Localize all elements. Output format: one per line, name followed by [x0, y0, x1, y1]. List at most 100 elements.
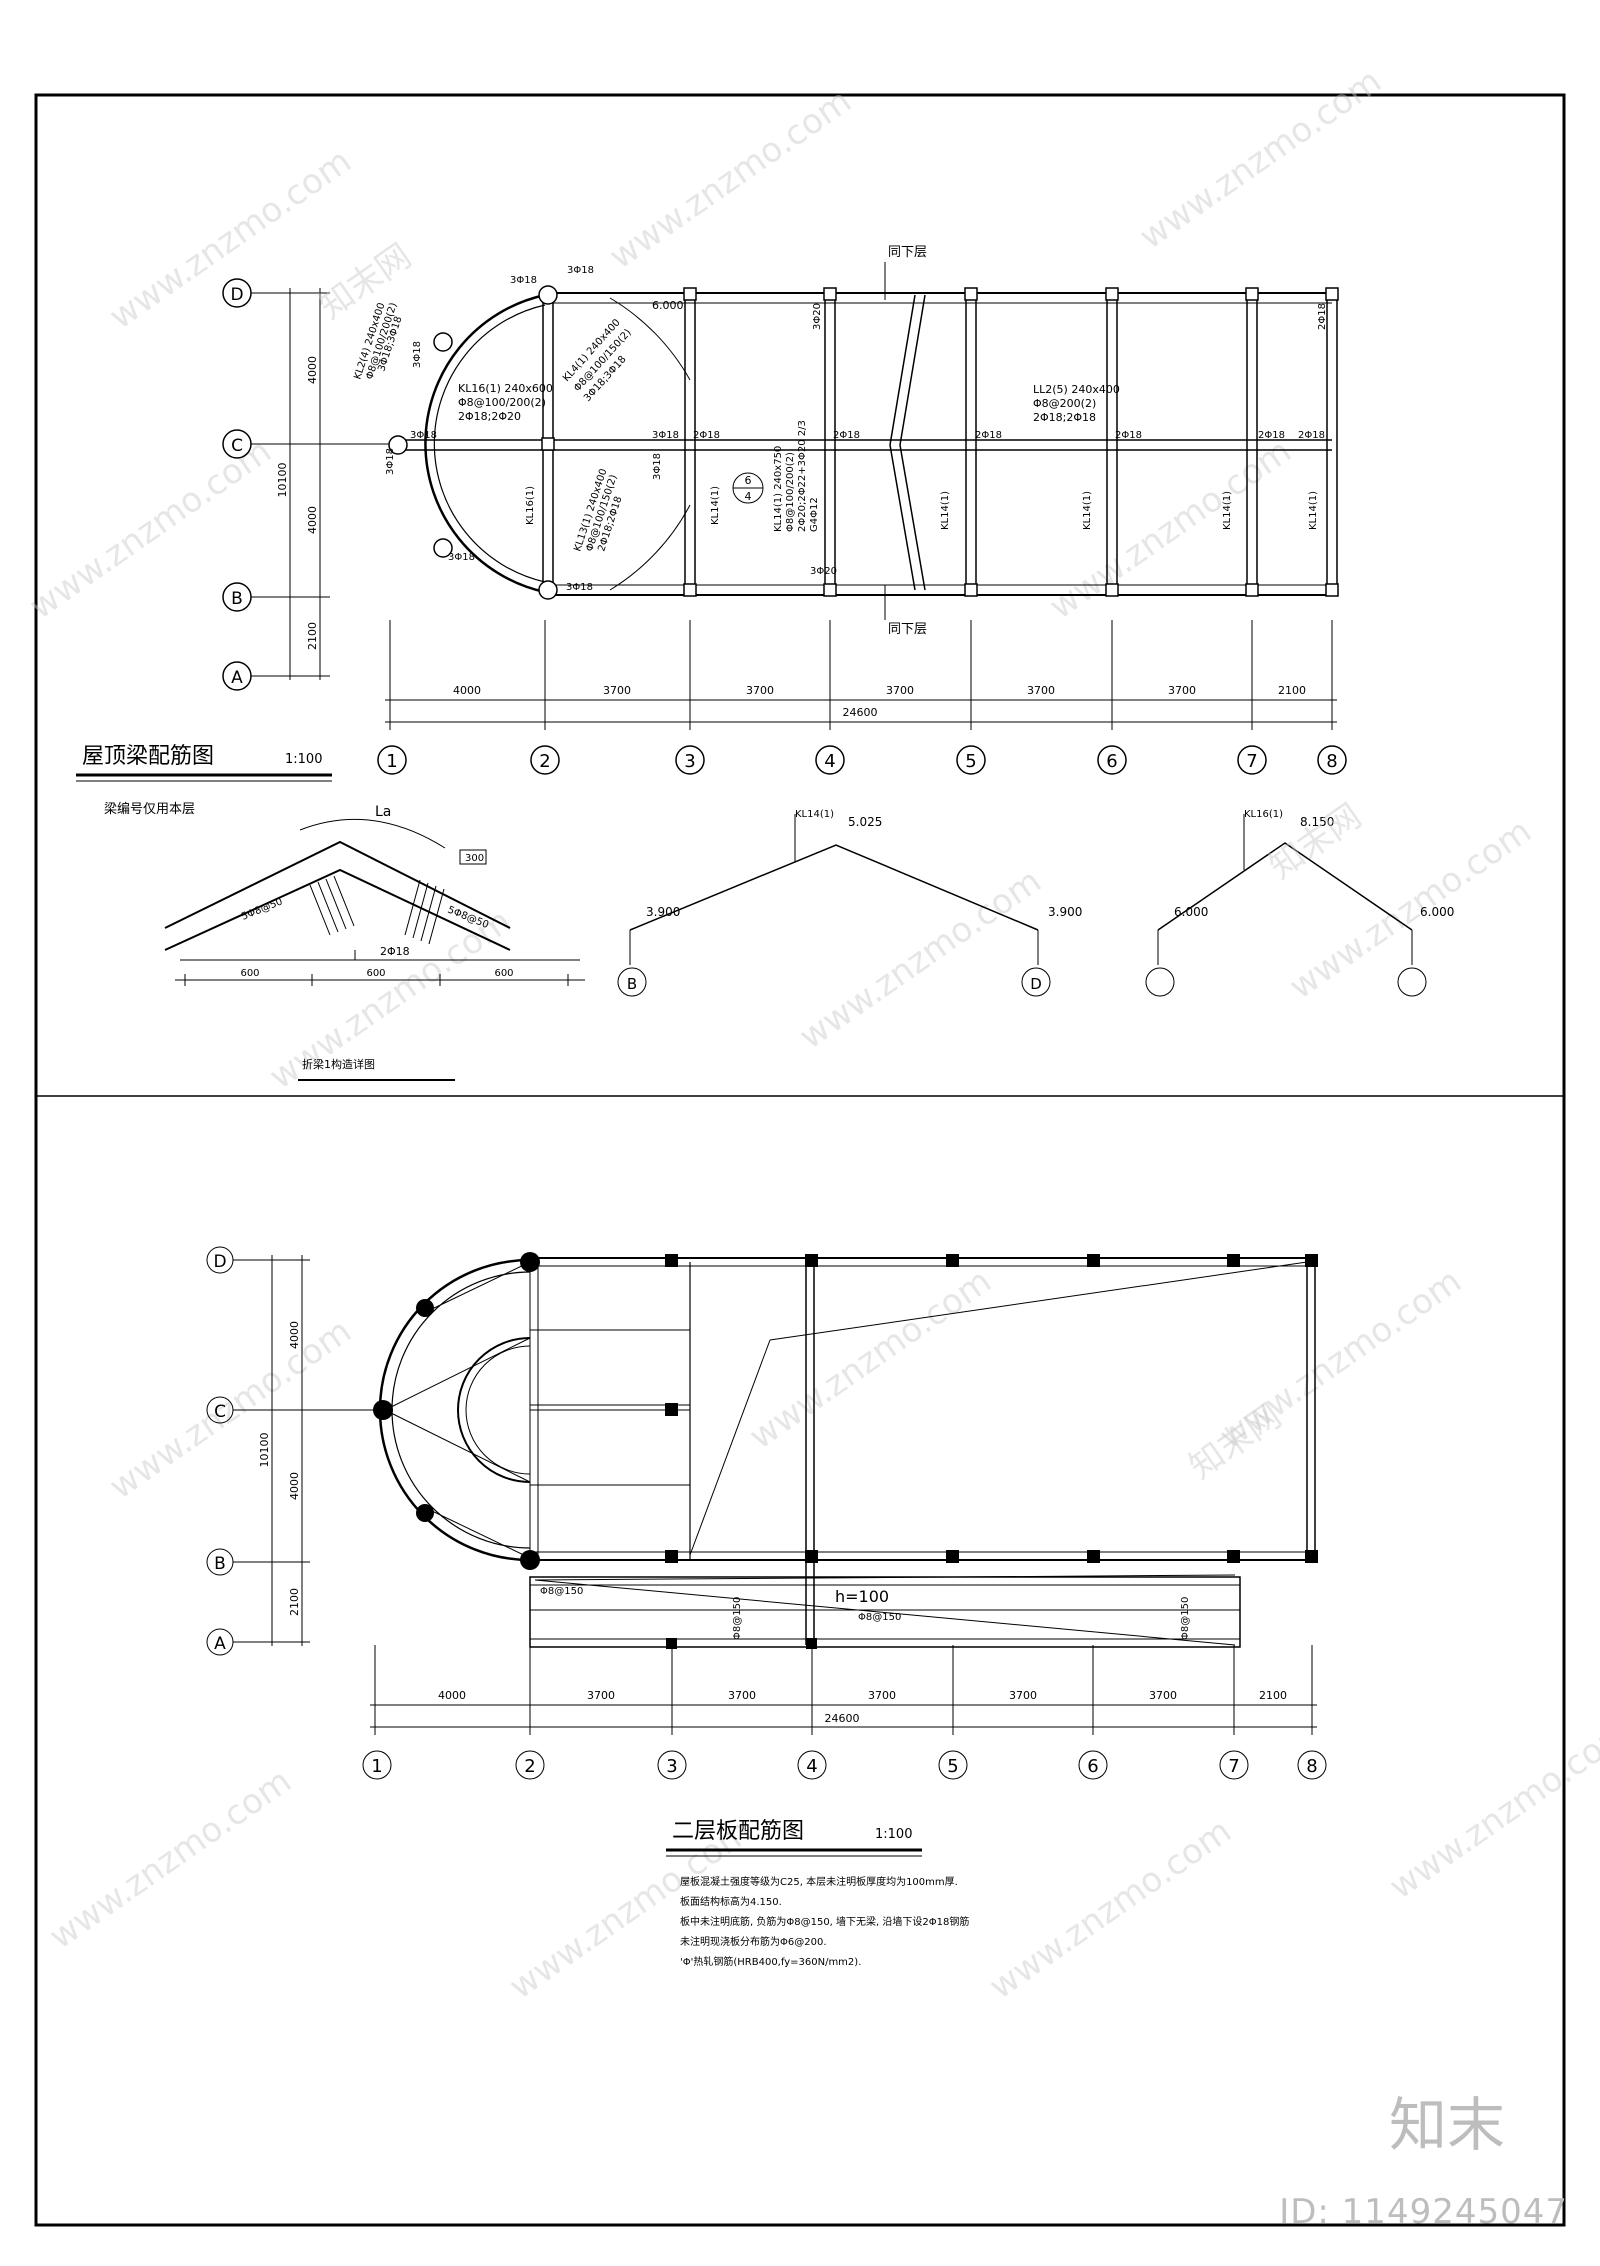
slab-plan-scale: 1:100 [875, 1827, 912, 1842]
sheet-border [34, 93, 1566, 2227]
bar-label: 3Φ18 [385, 448, 396, 475]
slab-note: 板面结构标高为4.150. [680, 1895, 782, 1908]
bar-label: 3Φ20 [812, 303, 823, 330]
roof-annotations: 同下层 同下层 6.000 KL2(4) 240x400 Φ8@100/200(… [352, 245, 1328, 637]
bar-label: 2Φ18 [693, 430, 720, 441]
slab-axis-8: 8 [1306, 1756, 1317, 1777]
same-as-below-bottom: 同下层 [888, 622, 927, 637]
detail-dim: 600 [494, 968, 513, 979]
beam-LL2-stirrup: Φ8@200(2) [1033, 397, 1096, 410]
axis-label-1: 1 [386, 751, 397, 772]
slab-rebar-label: Φ8@150 [1180, 1597, 1191, 1640]
slab-dim: 2100 [288, 1588, 301, 1616]
roof-structure [388, 285, 1339, 600]
column-axes: 1 2 3 4 5 6 7 8 [377, 745, 1347, 775]
beam-tag: KL14(1) [1082, 491, 1093, 530]
slab-axis-C: C [214, 1402, 226, 1422]
section-kl16: KL16(1) 8.150 6.000 6.000 [1145, 809, 1454, 997]
beam-tag: KL14(1) [1222, 491, 1233, 530]
beam-tag: KL14(1) [940, 491, 951, 530]
bar-label: 2Φ18 [1317, 303, 1328, 330]
slab-axis-6: 6 [1087, 1756, 1098, 1777]
slab-dim: 4000 [288, 1472, 301, 1500]
axis-label-8: 8 [1326, 751, 1337, 772]
axis-label-B: B [231, 589, 243, 609]
watermark: www.znzmo.com [982, 1811, 1238, 2007]
image-id-label: ID: 1149245047 [1279, 2192, 1568, 2232]
bar-label: 2Φ18 [1115, 430, 1142, 441]
section1-top-elev: 5.025 [848, 815, 882, 829]
dim-col: 2100 [1278, 684, 1306, 697]
slab-notes: 屋板混凝土强度等级为C25, 本层未注明板厚度均为100mm厚. 板面结构标高为… [680, 1875, 969, 1968]
axis-label-3: 3 [684, 751, 695, 772]
section1-right-elev: 3.900 [1048, 905, 1082, 919]
detail-dim: 600 [366, 968, 385, 979]
brand-logo: 知末 [1388, 2091, 1505, 2159]
section-mark-id: 6 [745, 474, 752, 487]
slab-dim-col: 3700 [728, 1689, 756, 1702]
slab-column-dimensions: 4000 3700 3700 3700 3700 3700 2100 24600 [370, 1645, 1317, 1735]
folded-beam-detail: La 2Φ18 5Φ8@50 5Φ8@50 300 600 600 600 折梁… [164, 804, 585, 1081]
beam-tag: KL14(1) [710, 486, 721, 525]
beam-KL14-bars: 2Φ20;2Φ22+3Φ20 2/3 [797, 420, 808, 532]
bar-label: 2Φ18 [975, 430, 1002, 441]
detail-bottom-bars: 2Φ18 [380, 945, 410, 958]
slab-column-axes: 1 2 3 4 5 6 7 8 [362, 1750, 1327, 1780]
bar-label: 3Φ18 [410, 430, 437, 441]
section-mark-num: 4 [745, 490, 752, 503]
slab-dim-col: 3700 [1149, 1689, 1177, 1702]
watermark: www.znzmo.com [792, 861, 1048, 1057]
bar-label: 3Φ18 [510, 275, 537, 286]
section1-right-axis: D [1030, 975, 1042, 993]
slab-axis-4: 4 [806, 1756, 817, 1777]
axis-label-2: 2 [539, 751, 550, 772]
bar-label: 2Φ18 [1258, 430, 1285, 441]
dim-CB: 4000 [306, 506, 319, 534]
watermark: www.znzmo.com [102, 1311, 358, 1507]
slab-axis-A: A [214, 1634, 226, 1654]
watermark-layer: www.znzmo.com www.znzmo.com www.znzmo.co… [22, 61, 1600, 2007]
bar-label: 3Φ18 [567, 265, 594, 276]
bar-label: 3Φ18 [412, 341, 423, 368]
bar-label: 3Φ18 [652, 430, 679, 441]
detail-title: 折梁1构造详图 [302, 1057, 375, 1071]
slab-dim-col: 4000 [438, 1689, 466, 1702]
section2-right-elev: 6.000 [1420, 905, 1454, 919]
watermark: www.znzmo.com [1132, 61, 1388, 257]
axis-label-4: 4 [824, 751, 835, 772]
axis-label-D: D [230, 285, 243, 305]
slab-dim-total-cols: 24600 [825, 1712, 860, 1725]
detail-dim: 600 [240, 968, 259, 979]
watermark: www.znzmo.com [262, 901, 518, 1097]
slab-thickness: h=100 [835, 1587, 889, 1606]
bar-label: 3Φ18 [652, 453, 663, 480]
slab-dim-col: 2100 [1259, 1689, 1287, 1702]
dim-col: 4000 [453, 684, 481, 697]
dim-DC: 4000 [306, 356, 319, 384]
slab-axis-2: 2 [524, 1756, 535, 1777]
column-dimensions: 4000 3700 3700 3700 3700 3700 2100 24600 [385, 620, 1337, 730]
axis-label-6: 6 [1106, 751, 1117, 772]
dim-col: 3700 [746, 684, 774, 697]
dim-total-cols: 24600 [843, 706, 878, 719]
slab-dim-col: 3700 [587, 1689, 615, 1702]
slab-dim-total: 10100 [258, 1433, 271, 1468]
slab-dim: 4000 [288, 1321, 301, 1349]
section2-top-elev: 8.150 [1300, 815, 1334, 829]
slab-axis-B: B [214, 1554, 226, 1574]
slab-structure [373, 1252, 1318, 1649]
bar-label: 2Φ18 [833, 430, 860, 441]
watermark: www.znzmo.com [602, 81, 858, 277]
bar-label: 3Φ20 [810, 566, 837, 577]
watermark: www.znzmo.com [742, 1261, 998, 1457]
watermark: www.znzmo.com [1042, 431, 1298, 627]
slab-rebar-label: Φ8@150 [540, 1586, 583, 1597]
slab-axis-5: 5 [947, 1756, 958, 1777]
elevation-label: 6.000 [652, 299, 684, 312]
beam-tag: KL16(1) [525, 486, 536, 525]
axis-label-A: A [231, 668, 243, 688]
roof-plan-title: 屋顶梁配筋图 [82, 744, 214, 769]
bar-label: 3Φ18 [448, 552, 475, 563]
slab-note: 板中未注明底筋, 负筋为Φ8@150, 墙下无梁, 沿墙下设2Φ18钢筋 [680, 1915, 969, 1928]
